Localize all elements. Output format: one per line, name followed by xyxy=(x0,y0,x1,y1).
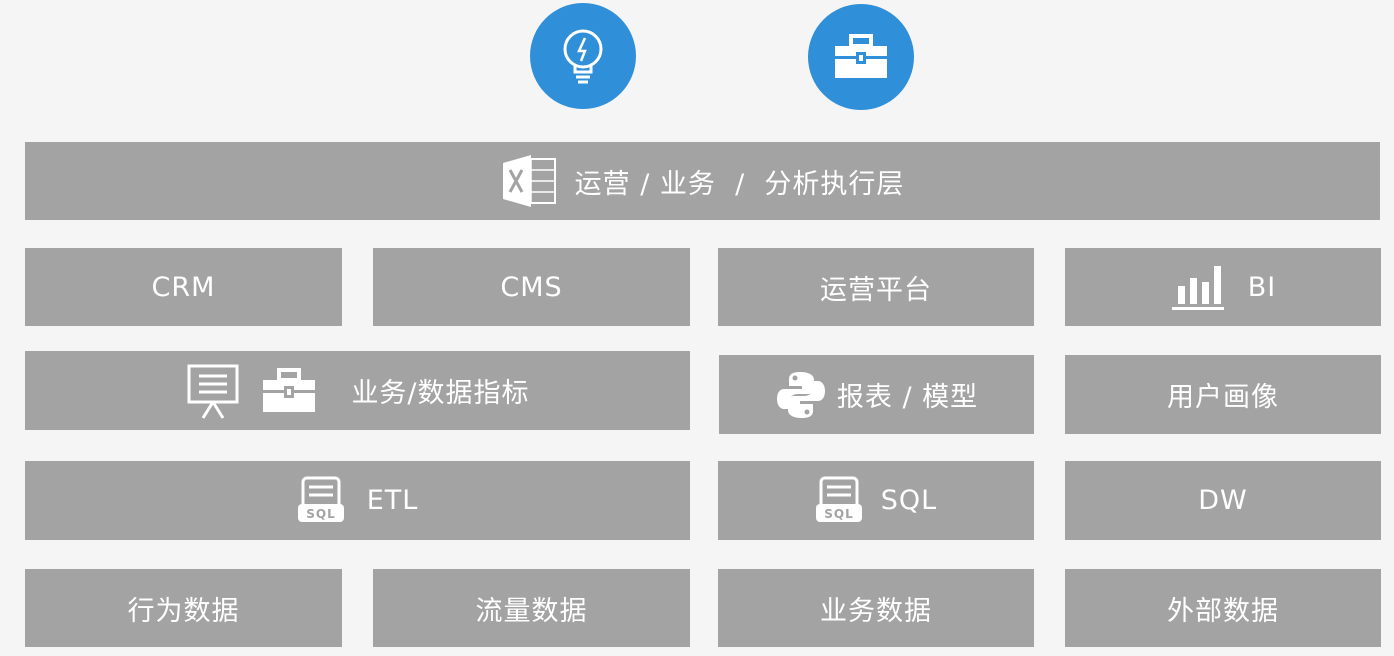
cms-box: CMS xyxy=(373,248,690,326)
excel-icon xyxy=(501,153,559,209)
execution-layer-label: 运营 / 业务 / 分析执行层 xyxy=(574,168,905,200)
toolbox-circle xyxy=(808,4,914,110)
metrics-label: 业务/数据指标 xyxy=(351,378,530,409)
bar-chart-icon xyxy=(1170,262,1226,312)
external-data-box: 外部数据 xyxy=(1065,569,1381,647)
user-persona-label: 用户画像 xyxy=(1167,382,1279,413)
business-data-label: 业务数据 xyxy=(820,595,932,627)
execution-layer-bar: 运营 / 业务 / 分析执行层 xyxy=(25,142,1380,220)
sql-database-icon: SQL xyxy=(815,476,863,526)
external-data-label: 外部数据 xyxy=(1167,595,1279,627)
lightbulb-circle xyxy=(530,3,636,109)
cms-label: CMS xyxy=(500,271,563,303)
ops-platform-label: 运营平台 xyxy=(820,274,932,306)
traffic-data-box: 流量数据 xyxy=(373,569,690,647)
sql-box: SQL SQL xyxy=(718,461,1034,540)
dw-box: DW xyxy=(1065,461,1381,540)
briefcase-icon xyxy=(261,367,317,414)
sql-icon-text: SQL xyxy=(824,507,854,521)
crm-box: CRM xyxy=(25,248,342,326)
traffic-data-label: 流量数据 xyxy=(475,595,588,627)
report-model-label: 报表 / 模型 xyxy=(836,382,979,413)
bi-label: BI xyxy=(1247,271,1277,303)
sql-icon-text: SQL xyxy=(306,507,336,521)
lightbulb-icon xyxy=(555,24,611,88)
python-icon xyxy=(775,369,827,421)
etl-label: ETL xyxy=(366,485,419,516)
metrics-box: 业务/数据指标 xyxy=(25,351,690,430)
crm-label: CRM xyxy=(151,271,216,303)
etl-box: SQL ETL xyxy=(25,461,690,540)
report-model-box: 报表 / 模型 xyxy=(719,355,1034,434)
business-data-box: 业务数据 xyxy=(718,569,1034,647)
sql-database-icon: SQL xyxy=(297,476,345,526)
presentation-board-icon xyxy=(185,362,241,420)
behavior-data-box: 行为数据 xyxy=(25,569,342,647)
ops-platform-box: 运营平台 xyxy=(718,248,1034,326)
sql-label: SQL xyxy=(880,485,938,516)
dw-label: DW xyxy=(1198,485,1248,516)
behavior-data-label: 行为数据 xyxy=(127,595,240,627)
user-persona-box: 用户画像 xyxy=(1065,355,1381,434)
toolbox-icon xyxy=(833,34,889,80)
bi-box: BI xyxy=(1065,248,1381,326)
